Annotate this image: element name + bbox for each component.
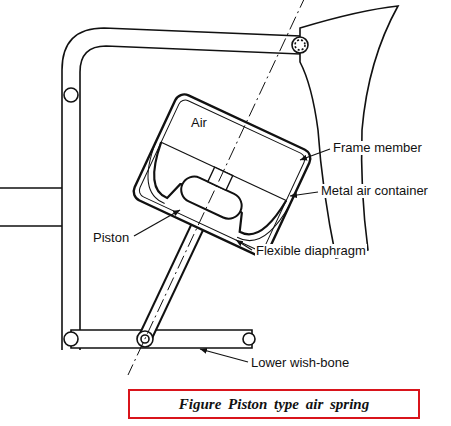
air-label: Air: [190, 116, 208, 130]
pivot: [64, 332, 78, 346]
pivot: [243, 333, 255, 345]
caption-frame: Figure Piston type air spring: [128, 389, 420, 419]
pivot: [295, 40, 305, 50]
leader-line: [236, 240, 252, 250]
chassis-stub: [0, 188, 62, 226]
part-label: Flexible diaphragm: [255, 244, 367, 258]
leader-line: [134, 210, 180, 236]
figure-caption: Figure Piston type air spring: [179, 396, 369, 413]
flexible-diaphragm: [134, 142, 187, 204]
leader-line: [200, 349, 248, 362]
leader-line: [290, 192, 318, 196]
part-label: Lower wish-bone: [250, 356, 350, 370]
lower-wishbone: [71, 330, 252, 348]
part-label: Metal air container: [320, 184, 429, 198]
flexible-diaphragm: [237, 190, 290, 252]
part-label: Frame member: [332, 141, 423, 155]
pivot: [292, 37, 308, 53]
frame-member: [300, 6, 398, 258]
part-label: Piston: [92, 231, 130, 245]
centre-line: [128, 0, 306, 375]
leader-line: [300, 149, 330, 160]
pivot: [64, 88, 78, 102]
